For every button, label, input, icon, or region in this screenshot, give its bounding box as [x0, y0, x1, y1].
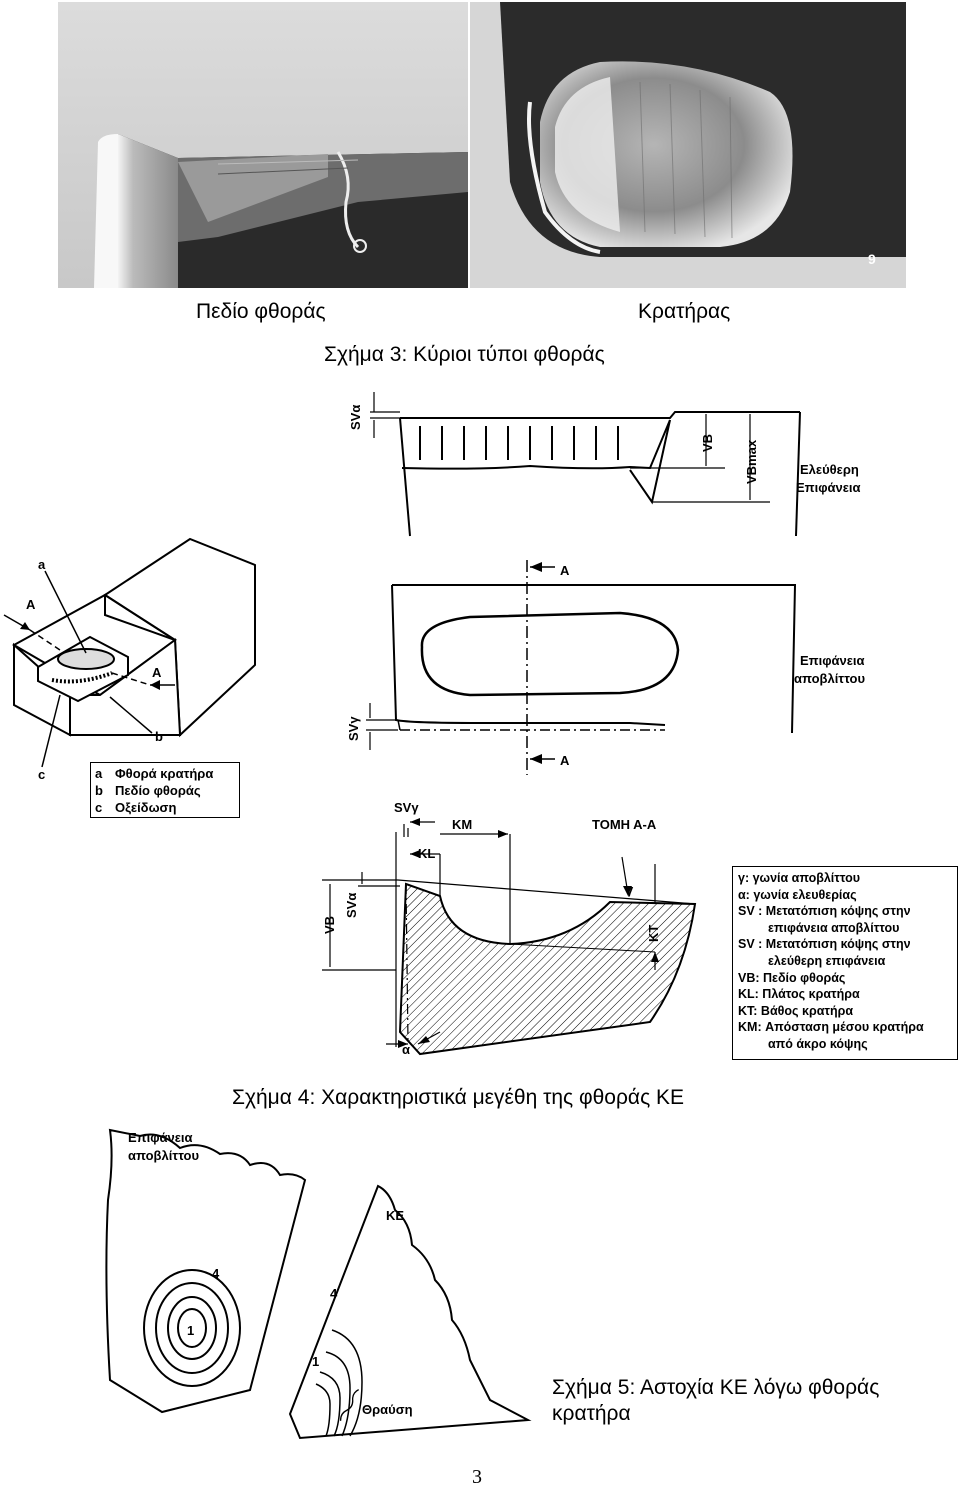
legend-text: Φθορά κρατήρα: [115, 766, 214, 781]
section-vb-label: VB: [322, 916, 337, 934]
iso-c-label: c: [38, 767, 45, 782]
legend-key: a: [95, 766, 103, 781]
section-sv-gamma-label: SVγ: [394, 800, 419, 815]
rake-surface-label-1: Επιφάνεια: [800, 653, 865, 668]
legend-line: από άκρο κόψης: [768, 1036, 868, 1051]
crater-wear-photo: 9: [470, 2, 906, 288]
legend-line: γ: γωνία αποβλίττου: [738, 871, 860, 885]
figure4-caption: Σχήμα 4: Χαρακτηριστικά μεγέθη της φθορά…: [232, 1086, 685, 1109]
legend-line: KM: Απόσταση μέσου κρατήρα: [738, 1020, 924, 1035]
legend-line: SV : Μετατόπιση κόψης στην: [738, 904, 911, 919]
flank-face-diagram: SVα VB VBmax Ελεύθερη Επιφάνεια: [348, 392, 861, 537]
sv-alpha-label: SVα: [348, 405, 363, 430]
ke-ring-inner-label: 1: [312, 1354, 319, 1369]
section-alpha-label: α: [402, 1042, 410, 1057]
iso-legend-box: a Φθορά κρατήρα b Πεδίο φθοράς c Οξείδωση: [90, 762, 240, 818]
section-kl-label: KL: [418, 846, 435, 861]
rake-A-bottom-label: A: [560, 753, 570, 768]
legend-text: Οξείδωση: [115, 800, 177, 815]
crater-fracture-diagram: Επιφάνεια αποβλίττου 4 1 ΚΕ 4 1 Θραύση: [105, 1128, 532, 1440]
legend-text: Πεδίο φθοράς: [115, 783, 201, 798]
iso-A-inner-label: A: [152, 665, 162, 680]
ke-label: ΚΕ: [386, 1208, 404, 1223]
page-number: 3: [472, 1466, 482, 1488]
legend-key: c: [95, 800, 103, 815]
legend-row: b Πεδίο φθοράς: [95, 782, 235, 799]
flank-wear-label: Πεδίο φθοράς: [196, 300, 326, 323]
flank-surface-label-1: Ελεύθερη: [800, 462, 859, 477]
rake-surface-label-2: αποβλίττου: [794, 671, 865, 686]
rake-sv-gamma-label: SVγ: [346, 716, 361, 741]
vb-label: VB: [700, 434, 715, 452]
section-aa-diagram: SVγ KM KL ΤΟΜΗ Α-Α γ KT VB SVα α: [322, 800, 697, 1057]
legend-line: α: γωνία ελευθερίας: [738, 887, 857, 902]
iso-b-label: b: [155, 729, 163, 744]
fig5-surface-label-2: αποβλίττου: [128, 1148, 199, 1163]
section-title: ΤΟΜΗ Α-Α: [592, 817, 657, 832]
legend-line: VB: Πεδίο φθοράς: [738, 970, 846, 985]
photo-number: 9: [868, 251, 876, 267]
legend-line: KL: Πλάτος κρατήρα: [738, 987, 860, 1002]
legend-line: επιφάνεια αποβλίττου: [768, 920, 900, 935]
ring-outer-label: 4: [212, 1266, 220, 1281]
section-km-label: KM: [452, 817, 472, 832]
figure3-caption: Σχήμα 3: Κύριοι τύποι φθοράς: [324, 343, 605, 366]
iso-a-label: a: [38, 557, 46, 572]
flank-surface-label-2: Επιφάνεια: [796, 480, 861, 495]
section-kt-label: KT: [646, 925, 661, 942]
crater-label: Κρατήρας: [638, 300, 731, 323]
legend-line: KT: Βάθος κρατήρα: [738, 1003, 854, 1018]
figure5-caption-line2: κρατήρα: [552, 1402, 631, 1425]
iso-A-left-label: A: [26, 597, 36, 612]
flank-wear-photo: [58, 2, 468, 288]
figure5-caption-line1: Σχήμα 5: Αστοχία ΚΕ λόγω φθοράς: [552, 1376, 880, 1399]
section-legend-box: γ: γωνία αποβλίττου α: γωνία ελευθερίας …: [732, 866, 958, 1060]
section-sv-alpha-label: SVα: [344, 893, 359, 918]
legend-line: SV : Μετατόπιση κόψης στην: [738, 937, 911, 952]
ring-inner-label: 1: [187, 1323, 194, 1338]
rake-face-diagram: A A SVγ Επιφάνεια αποβλίττου: [346, 560, 865, 775]
fig5-surface-label-1: Επιφάνεια: [128, 1130, 193, 1145]
vbmax-label: VBmax: [744, 439, 759, 484]
legend-row: c Οξείδωση: [95, 799, 235, 816]
legend-line: ελεύθερη επιφάνεια: [768, 953, 886, 968]
isometric-tool-diagram: a A A b c: [3, 537, 256, 782]
fracture-label: Θραύση: [362, 1402, 413, 1417]
rake-A-top-label: A: [560, 563, 570, 578]
section-gamma-label: γ: [626, 882, 634, 897]
ke-ring-outer-label: 4: [330, 1286, 338, 1301]
legend-row: a Φθορά κρατήρα: [95, 765, 235, 782]
legend-key: b: [95, 783, 103, 798]
